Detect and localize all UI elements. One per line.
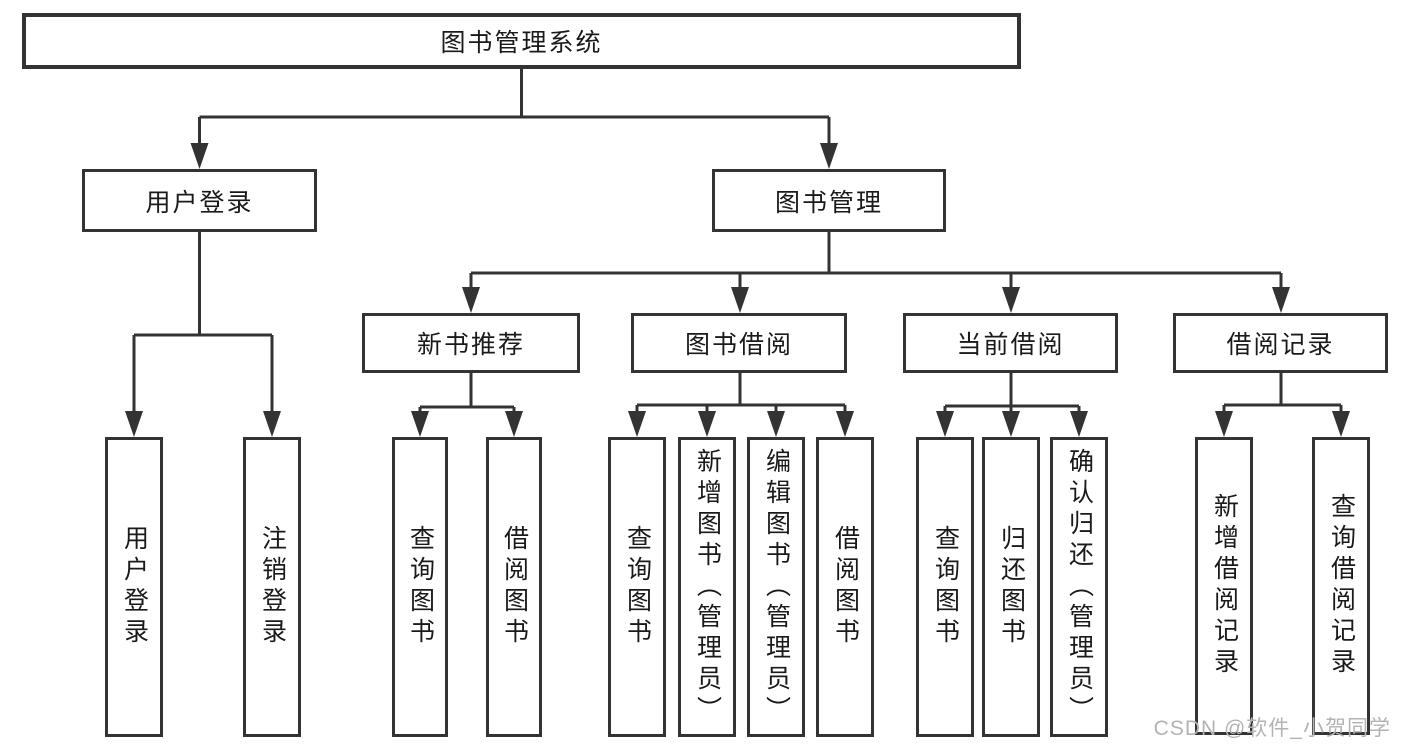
- node-label: 用户登录: [145, 188, 254, 217]
- leaf-query-borrow-record: 查询借阅记录: [1312, 437, 1370, 735]
- leaf-add-borrow-record: 新增借阅记录: [1195, 437, 1253, 735]
- connector-root-to-level2: [190, 69, 838, 169]
- csdn-watermark: CSDN @软件_小贺同学: [1153, 717, 1391, 740]
- leaf-label: 查询借阅记录: [1327, 493, 1356, 679]
- leaf-label: 新增借阅记录: [1210, 493, 1239, 679]
- node-current-borrow: 当前借阅: [903, 313, 1118, 373]
- node-book-borrow: 图书借阅: [631, 313, 847, 373]
- node-book-management: 图书管理: [712, 169, 946, 232]
- leaf-query-books-recommend: 查询图书: [392, 437, 448, 737]
- leaf-query-books-borrow: 查询图书: [608, 437, 666, 737]
- node-label: 当前借阅: [956, 331, 1065, 359]
- connector-user-login-to-leaves: [125, 232, 281, 437]
- node-label: 图书管理系统: [440, 29, 603, 57]
- leaf-query-books-current: 查询图书: [916, 437, 974, 737]
- node-library-management-system: 图书管理系统: [22, 13, 1021, 69]
- leaf-logout: 注销登录: [243, 437, 301, 737]
- leaf-user-login: 用户登录: [105, 437, 163, 737]
- leaf-edit-books-admin: 编辑图书（管理员）: [747, 437, 805, 737]
- leaf-label: 编辑图书（管理员）: [762, 447, 791, 727]
- leaf-label: 注销登录: [258, 525, 287, 649]
- node-label: 图书借阅: [684, 331, 793, 359]
- connector-book-borrow-to-leaves: [628, 373, 854, 437]
- leaf-label: 归还图书: [997, 525, 1026, 649]
- leaf-label: 确认归还（管理员）: [1065, 447, 1094, 727]
- leaf-label: 借阅图书: [500, 525, 529, 649]
- connector-book-management-to-level3: [462, 232, 1290, 313]
- node-user-login: 用户登录: [82, 169, 317, 232]
- leaf-borrow-books-recommend: 借阅图书: [486, 437, 542, 737]
- leaf-label: 新增图书（管理员）: [693, 447, 722, 727]
- leaf-label: 用户登录: [120, 525, 149, 649]
- node-label: 图书管理: [774, 188, 883, 217]
- leaf-return-books: 归还图书: [982, 437, 1040, 737]
- connector-current-borrow-to-leaves: [936, 373, 1088, 437]
- leaf-confirm-return-admin: 确认归还（管理员）: [1050, 437, 1108, 737]
- leaf-borrow-books: 借阅图书: [816, 437, 874, 737]
- connector-borrow-record-to-leaves: [1215, 373, 1350, 437]
- node-label: 借阅记录: [1226, 331, 1335, 359]
- leaf-label: 查询图书: [623, 525, 652, 649]
- connector-new-book-to-leaves: [411, 373, 523, 437]
- leaf-add-books-admin: 新增图书（管理员）: [678, 437, 736, 737]
- node-label: 新书推荐: [416, 331, 525, 359]
- node-borrow-records: 借阅记录: [1173, 313, 1388, 373]
- leaf-label: 借阅图书: [831, 525, 860, 649]
- node-new-book-recommend: 新书推荐: [362, 313, 580, 373]
- leaf-label: 查询图书: [406, 525, 435, 649]
- leaf-label: 查询图书: [931, 525, 960, 649]
